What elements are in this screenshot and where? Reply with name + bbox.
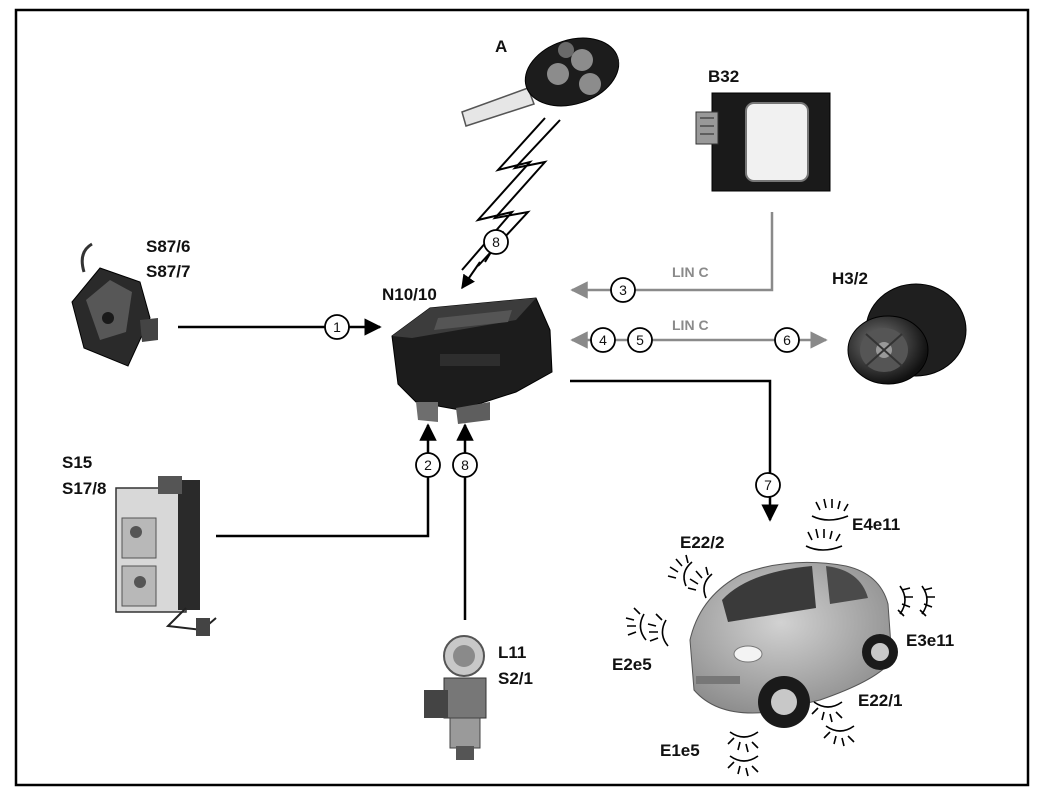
svg-text:8: 8	[461, 457, 469, 473]
label-e4e11: E4e11	[852, 515, 900, 534]
door-lock-icon	[71, 242, 158, 367]
label-l11: L11	[498, 643, 526, 662]
door-switch-icon	[115, 476, 217, 636]
radio-link	[461, 117, 561, 290]
wire-b32-to-n10-lin	[570, 212, 774, 299]
label-key-a: A	[495, 37, 507, 56]
label-e22-1: E22/1	[858, 691, 902, 710]
label-s87-7: S87/7	[146, 262, 190, 281]
remote-key-icon	[461, 37, 620, 127]
label-b32: B32	[708, 67, 739, 86]
label-s2-1: S2/1	[498, 669, 533, 688]
label-e2e5: E2e5	[612, 655, 652, 674]
label-s17-8: S17/8	[62, 479, 106, 498]
b32-sensor-icon	[695, 92, 831, 192]
signal-number-5: 5	[627, 327, 653, 353]
signal-number-4: 4	[590, 327, 616, 353]
ignition-switch-icon	[424, 635, 487, 760]
signal-number-6: 6	[774, 327, 800, 353]
label-e3e11: E3e11	[906, 631, 954, 650]
label-e1e5: E1e5	[660, 741, 700, 760]
signal-number-8-radio: 8	[483, 229, 509, 255]
svg-text:2: 2	[424, 457, 432, 473]
svg-text:7: 7	[764, 477, 772, 493]
label-n10-10: N10/10	[382, 285, 437, 304]
h3-horn-icon	[847, 283, 967, 385]
label-s15: S15	[62, 453, 92, 472]
signal-number-2: 2	[415, 452, 441, 478]
n10-control-unit-icon	[391, 297, 553, 424]
wire-s15-to-n10	[216, 423, 437, 538]
signal-number-3: 3	[610, 277, 636, 303]
wire-n10-to-lamps	[570, 379, 779, 522]
svg-text:1: 1	[333, 319, 341, 335]
diagram-frame	[14, 8, 1030, 787]
svg-text:3: 3	[619, 282, 627, 298]
label-e22-2: E22/2	[680, 533, 724, 552]
signal-number-8-ignition: 8	[452, 452, 478, 478]
lamp-glow-marks	[625, 498, 935, 777]
svg-text:6: 6	[783, 332, 791, 348]
label-s87-6: S87/6	[146, 237, 190, 256]
signal-number-7: 7	[755, 472, 781, 498]
label-h3-2: H3/2	[832, 269, 868, 288]
signal-number-1: 1	[324, 314, 350, 340]
car-icon	[689, 561, 898, 728]
lin-bus-label-lower: LIN C	[672, 317, 709, 333]
lin-bus-label-upper: LIN C	[672, 264, 709, 280]
svg-text:4: 4	[599, 332, 607, 348]
svg-text:5: 5	[636, 332, 644, 348]
svg-text:8: 8	[492, 234, 500, 250]
